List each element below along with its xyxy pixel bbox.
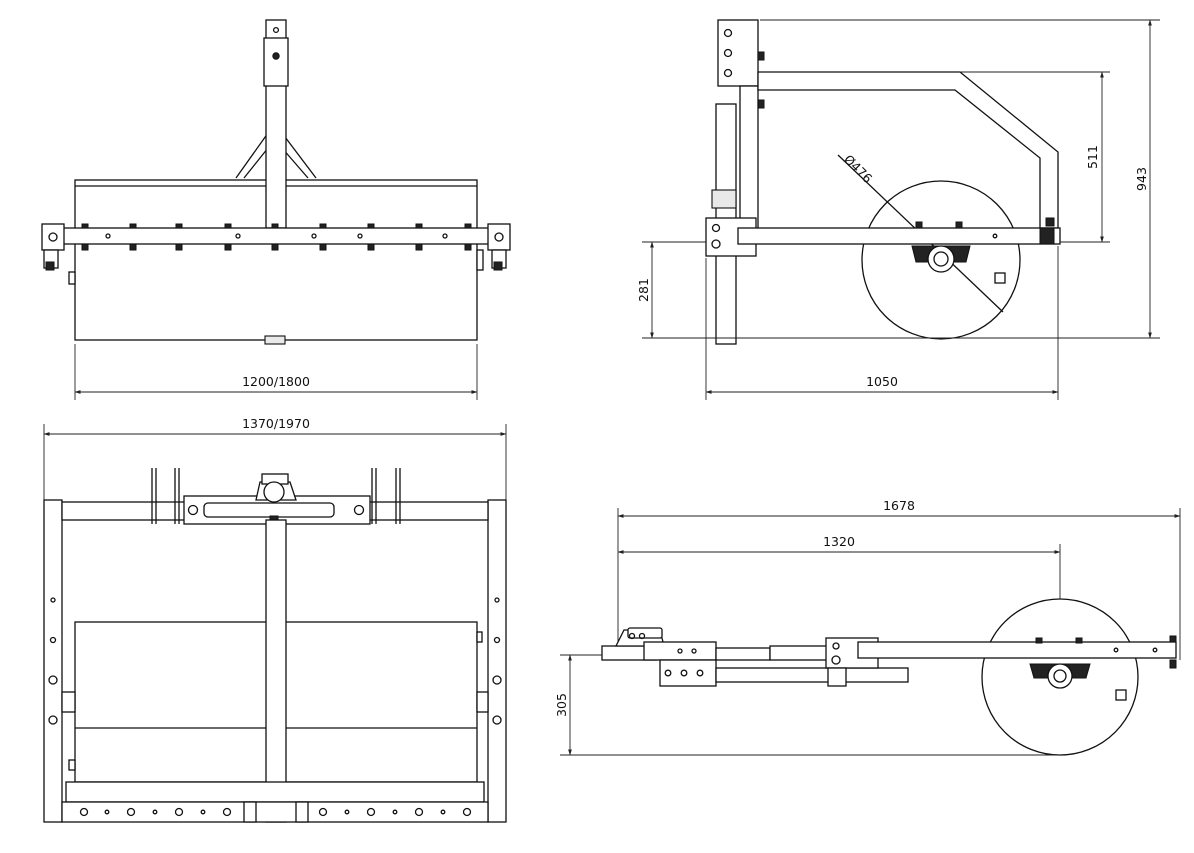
towed-view: 1678 1320 305 — [554, 498, 1181, 756]
side-hub — [927, 245, 955, 273]
front-right-end — [487, 223, 511, 251]
tow-lower-bar — [715, 667, 909, 683]
top-rail-holes — [48, 597, 502, 725]
side-height-label: 943 — [1134, 167, 1149, 191]
top-left-rail — [43, 499, 63, 823]
top-rear-bar — [61, 801, 489, 823]
top-width-label: 1370/1970 — [242, 416, 310, 431]
side-length-label: 1050 — [866, 374, 898, 389]
tow-plate — [659, 659, 717, 687]
side-wheel-diameter-label: Ø476 — [841, 152, 875, 186]
front-bolts — [81, 223, 472, 251]
side-mast — [739, 85, 759, 241]
tow-hub — [1047, 663, 1073, 689]
side-view: Ø476 943 511 281 1050 — [636, 19, 1160, 400]
top-view: 1370/1970 — [43, 416, 507, 823]
side-drawbar-label: 281 — [636, 278, 651, 302]
tow-total-label: 1678 — [883, 498, 915, 513]
top-right-rail — [487, 499, 507, 823]
front-width-label: 1200/1800 — [242, 374, 310, 389]
side-drawbar — [737, 227, 1061, 245]
top-rear-holes — [79, 807, 472, 817]
front-mast-bracket — [263, 37, 289, 87]
top-center-beam — [265, 519, 287, 823]
front-left-end — [41, 223, 65, 251]
front-blade-foot — [264, 335, 286, 345]
front-beam — [46, 227, 507, 245]
tow-axle-label: 1320 — [823, 534, 855, 549]
tow-main-bar — [857, 641, 1177, 659]
front-view: 1200/1800 — [41, 19, 511, 400]
tow-height-label: 305 — [554, 693, 569, 717]
side-arm-label: 511 — [1085, 145, 1100, 169]
